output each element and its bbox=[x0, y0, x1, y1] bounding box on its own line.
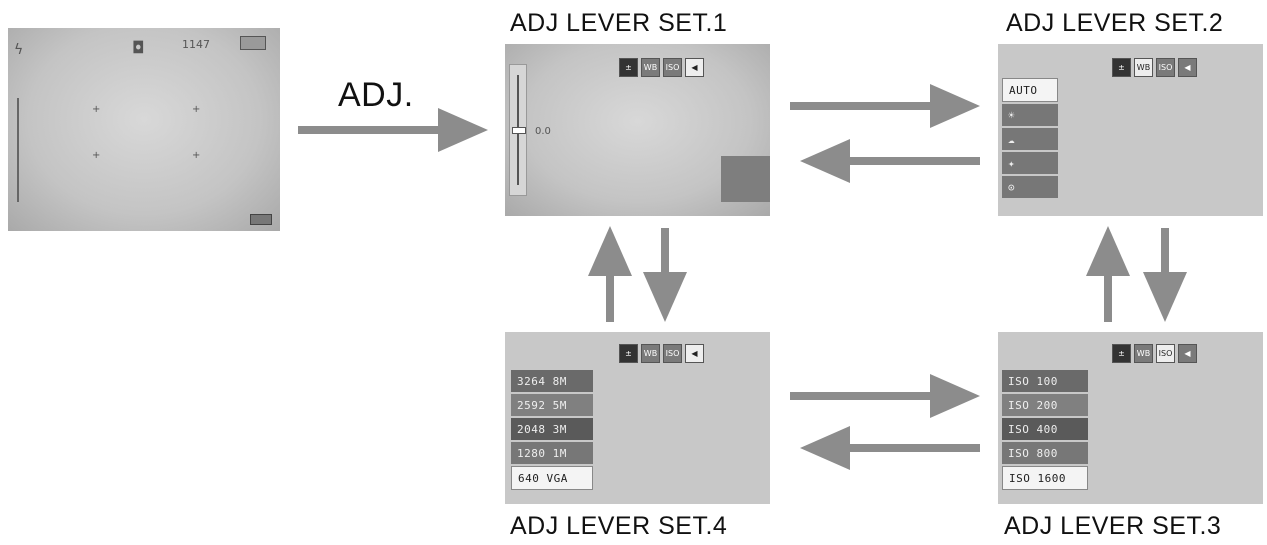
adj-arrow bbox=[298, 108, 488, 152]
focus-point: + bbox=[92, 150, 101, 161]
iso-option-100[interactable]: ISO 100 bbox=[1002, 370, 1088, 392]
battery-icon bbox=[250, 214, 272, 225]
set1-screen: ± WB ISO ◀ 0.0 bbox=[505, 44, 770, 216]
iso-icon[interactable]: ISO bbox=[1156, 58, 1175, 77]
arrow-set4-to-set3 bbox=[790, 374, 980, 418]
iso-option-400[interactable]: ISO 400 bbox=[1002, 418, 1088, 440]
size-icon[interactable]: ◀ bbox=[685, 344, 704, 363]
set1-icon-row: ± WB ISO ◀ bbox=[619, 58, 704, 77]
exposure-icon[interactable]: ± bbox=[619, 344, 638, 363]
iso-menu: ISO 100 ISO 200 ISO 400 ISO 800 ISO 1600 bbox=[1002, 370, 1088, 492]
preview-box bbox=[721, 156, 770, 202]
wb-icon[interactable]: WB bbox=[1134, 344, 1153, 363]
focus-point: + bbox=[192, 104, 201, 115]
exposure-slider[interactable] bbox=[509, 64, 527, 196]
flash-icon: ϟ bbox=[14, 42, 24, 58]
focus-point: + bbox=[92, 104, 101, 115]
wb-option-custom[interactable]: ⊙ bbox=[1002, 176, 1058, 198]
iso-option-800[interactable]: ISO 800 bbox=[1002, 442, 1088, 464]
arrow-set2-to-set1 bbox=[800, 139, 980, 183]
live-view-screen: ϟ ◘ 1147 + + + + bbox=[8, 28, 280, 231]
size-option-2[interactable]: 2592 5M bbox=[511, 394, 593, 416]
size-option-4[interactable]: 1280 1M bbox=[511, 442, 593, 464]
size-option-1[interactable]: 3264 8M bbox=[511, 370, 593, 392]
set1-title: ADJ LEVER SET.1 bbox=[510, 9, 728, 37]
arrow-set3-to-set2 bbox=[1086, 226, 1130, 322]
set3-title: ADJ LEVER SET.3 bbox=[1004, 512, 1222, 540]
adj-label: ADJ. bbox=[338, 76, 414, 114]
slider-knob[interactable] bbox=[512, 127, 526, 134]
iso-icon[interactable]: ISO bbox=[1156, 344, 1175, 363]
size-icon[interactable]: ◀ bbox=[685, 58, 704, 77]
wb-option-cloud[interactable]: ☁ bbox=[1002, 128, 1058, 150]
set4-icon-row: ± WB ISO ◀ bbox=[619, 344, 704, 363]
arrow-set3-to-set4 bbox=[800, 426, 980, 470]
set3-icon-row: ± WB ISO ◀ bbox=[1112, 344, 1197, 363]
set2-title: ADJ LEVER SET.2 bbox=[1006, 9, 1224, 37]
arrow-set1-to-set4 bbox=[643, 228, 687, 322]
size-icon[interactable]: ◀ bbox=[1178, 58, 1197, 77]
size-option-5[interactable]: 640 VGA bbox=[511, 466, 593, 490]
iso-icon[interactable]: ISO bbox=[663, 58, 682, 77]
wb-option-sun[interactable]: ☀ bbox=[1002, 104, 1058, 126]
shot-count: 1147 bbox=[182, 38, 210, 51]
iso-icon[interactable]: ISO bbox=[663, 344, 682, 363]
exposure-icon[interactable]: ± bbox=[619, 58, 638, 77]
wb-option-auto[interactable]: AUTO bbox=[1002, 78, 1058, 102]
wb-option-tungsten[interactable]: ✦ bbox=[1002, 152, 1058, 174]
arrow-set2-to-set3 bbox=[1143, 228, 1187, 322]
wb-icon[interactable]: WB bbox=[641, 58, 660, 77]
set2-screen: ± WB ISO ◀ AUTO ☀ ☁ ✦ ⊙ bbox=[998, 44, 1263, 216]
arrow-set1-to-set2 bbox=[790, 84, 980, 128]
exposure-icon[interactable]: ± bbox=[1112, 344, 1131, 363]
size-menu: 3264 8M 2592 5M 2048 3M 1280 1M 640 VGA bbox=[511, 370, 593, 492]
iso-option-1600[interactable]: ISO 1600 bbox=[1002, 466, 1088, 490]
wb-icon[interactable]: WB bbox=[641, 344, 660, 363]
exposure-scale bbox=[17, 98, 19, 202]
camera-mode-icon: ◘ bbox=[132, 38, 145, 57]
set2-icon-row: ± WB ISO ◀ bbox=[1112, 58, 1197, 77]
size-icon[interactable]: ◀ bbox=[1178, 344, 1197, 363]
size-option-3[interactable]: 2048 3M bbox=[511, 418, 593, 440]
focus-point: + bbox=[192, 150, 201, 161]
set3-screen: ± WB ISO ◀ ISO 100 ISO 200 ISO 400 ISO 8… bbox=[998, 332, 1263, 504]
wb-menu: AUTO ☀ ☁ ✦ ⊙ bbox=[1002, 78, 1058, 200]
arrow-set4-to-set1 bbox=[588, 226, 632, 322]
wb-icon[interactable]: WB bbox=[1134, 58, 1153, 77]
exposure-value: 0.0 bbox=[535, 126, 551, 137]
set4-screen: ± WB ISO ◀ 3264 8M 2592 5M 2048 3M 1280 … bbox=[505, 332, 770, 504]
iso-option-200[interactable]: ISO 200 bbox=[1002, 394, 1088, 416]
set4-title: ADJ LEVER SET.4 bbox=[510, 512, 728, 540]
exposure-icon[interactable]: ± bbox=[1112, 58, 1131, 77]
quality-icon bbox=[240, 36, 266, 50]
